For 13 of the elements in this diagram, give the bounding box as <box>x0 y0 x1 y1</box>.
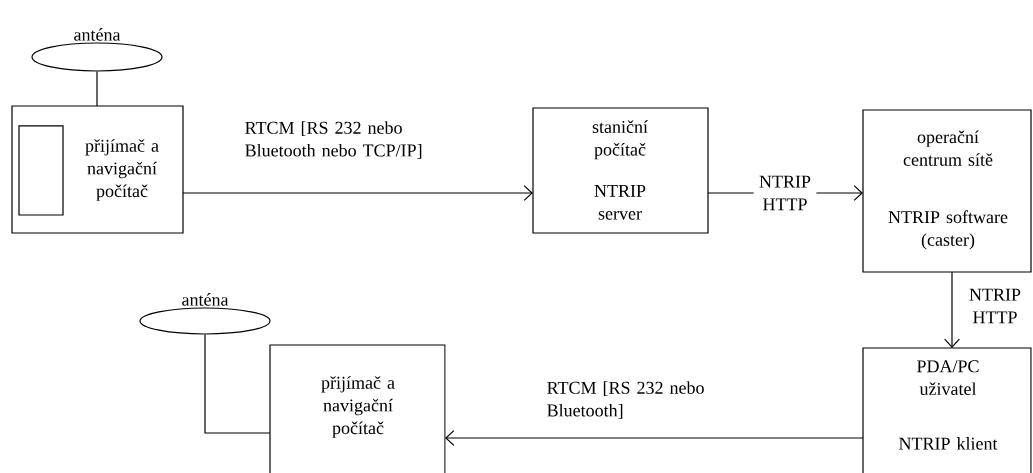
process-box: přijímač a navigační počítač <box>269 344 446 473</box>
edge-label: NTRIP HTTP <box>759 175 811 211</box>
arrow <box>182 185 533 201</box>
process-box: přijímač a navigační počítač <box>11 105 184 234</box>
edge-label: RTCM [RS 232 nebo Bluetooth nebo TCP/IP] <box>245 121 422 159</box>
inner-box <box>18 125 64 216</box>
arrow <box>944 271 960 348</box>
edge-label: RTCM [RS 232 nebo Bluetooth] <box>547 381 704 419</box>
edge-label: NTRIP HTTP <box>969 288 1021 324</box>
process-box: staniční počítač NTRIP server <box>532 107 709 234</box>
process-box: operační centrum sítě NTRIP software (caster) <box>862 109 1032 273</box>
arrow <box>445 430 864 446</box>
process-box: PDA/PC uživatel NTRIP klient <box>862 347 1032 473</box>
